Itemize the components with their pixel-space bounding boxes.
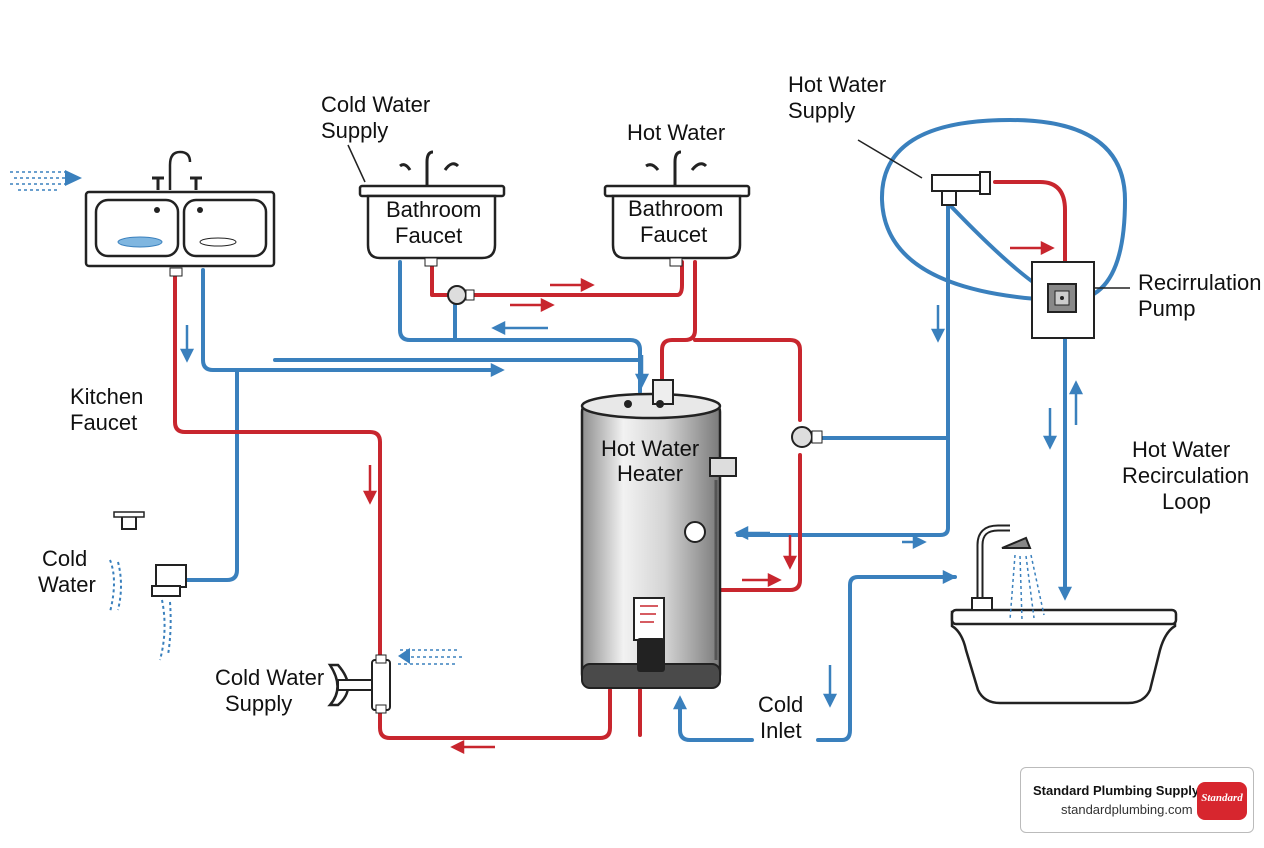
brand-logo-icon: Standard [1197,782,1247,820]
bathroom-sink-left [358,150,506,267]
valve-heater-right [791,426,823,448]
bathroom-sink-right [603,150,751,267]
hot-flow-arrows [362,240,1055,755]
brand-badge[interactable]: Standard Plumbing Supply standardplumbin… [1020,767,1254,833]
recirculation-pump-icon [1031,261,1130,339]
brand-name: Standard Plumbing Supply [1033,783,1200,798]
hot-pipes [173,180,1067,740]
label-hot-water-top: Hot Water [627,120,725,145]
bathtub [950,524,1178,705]
brand-logo-text: Standard [1201,792,1243,804]
supply-valve [327,648,465,714]
flow-arrows [179,240,1084,755]
brand-url[interactable]: standardplumbing.com [1061,802,1193,817]
water-heater [580,379,737,689]
tee-fitting [857,139,991,206]
kitchen-sink [84,150,276,277]
cold-tap [108,511,187,661]
cold-flow-arrows [179,305,1084,720]
water-spray-icon [10,170,82,191]
valve-left-bathroom [447,285,475,305]
